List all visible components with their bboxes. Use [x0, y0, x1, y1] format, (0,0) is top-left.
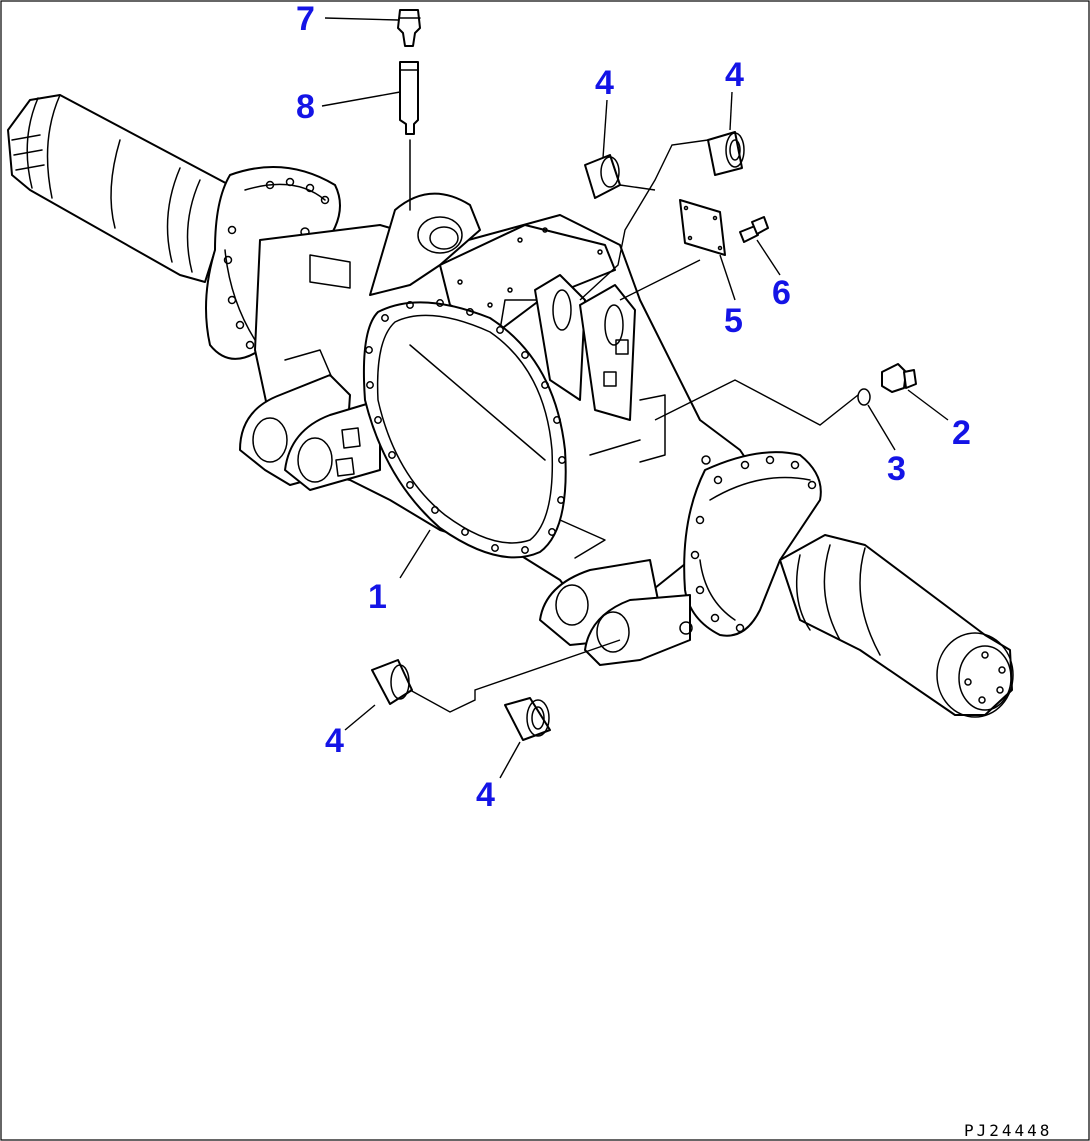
right-flange: [683, 451, 822, 637]
drawing-code: PJ24448: [964, 1121, 1052, 1140]
bushing-upper-left: [584, 154, 621, 199]
callout-7: 7: [296, 0, 315, 38]
callout-4-bottom-left: 4: [325, 722, 344, 760]
lower-right-lugs: [539, 519, 693, 666]
bolt-part-6: [739, 216, 769, 243]
callout-6: 6: [772, 274, 791, 312]
callout-5: 5: [724, 302, 743, 340]
callout-4-top-left: 4: [595, 64, 614, 102]
left-axle-tube: [7, 94, 236, 283]
bushing-upper-right: [707, 131, 745, 176]
callout-4-bottom-right: 4: [476, 776, 495, 814]
upper-left-lug: [369, 192, 481, 296]
callouts: 1 2 3 4 4 4 4 5 6 7 8: [296, 0, 971, 814]
callout-4-top-right: 4: [725, 56, 744, 94]
callout-1: 1: [368, 578, 387, 616]
callout-2: 2: [952, 414, 971, 452]
plate-part-5: [679, 199, 726, 256]
callout-8: 8: [296, 88, 315, 126]
differential-flange: [362, 299, 567, 559]
bushing-lower-left: [371, 659, 413, 705]
leader-lines: [321, 17, 949, 779]
lower-left-lugs: [239, 374, 381, 491]
pipe-part-8: [399, 61, 419, 211]
right-axle-tube: [779, 534, 1014, 718]
upper-right-lugs: [534, 274, 636, 421]
breather-part-2: [881, 363, 917, 393]
callout-3: 3: [887, 450, 906, 488]
plug-part-7: [397, 9, 421, 47]
bushing-lower-right: [504, 697, 551, 741]
oring-part-3: [857, 388, 871, 406]
